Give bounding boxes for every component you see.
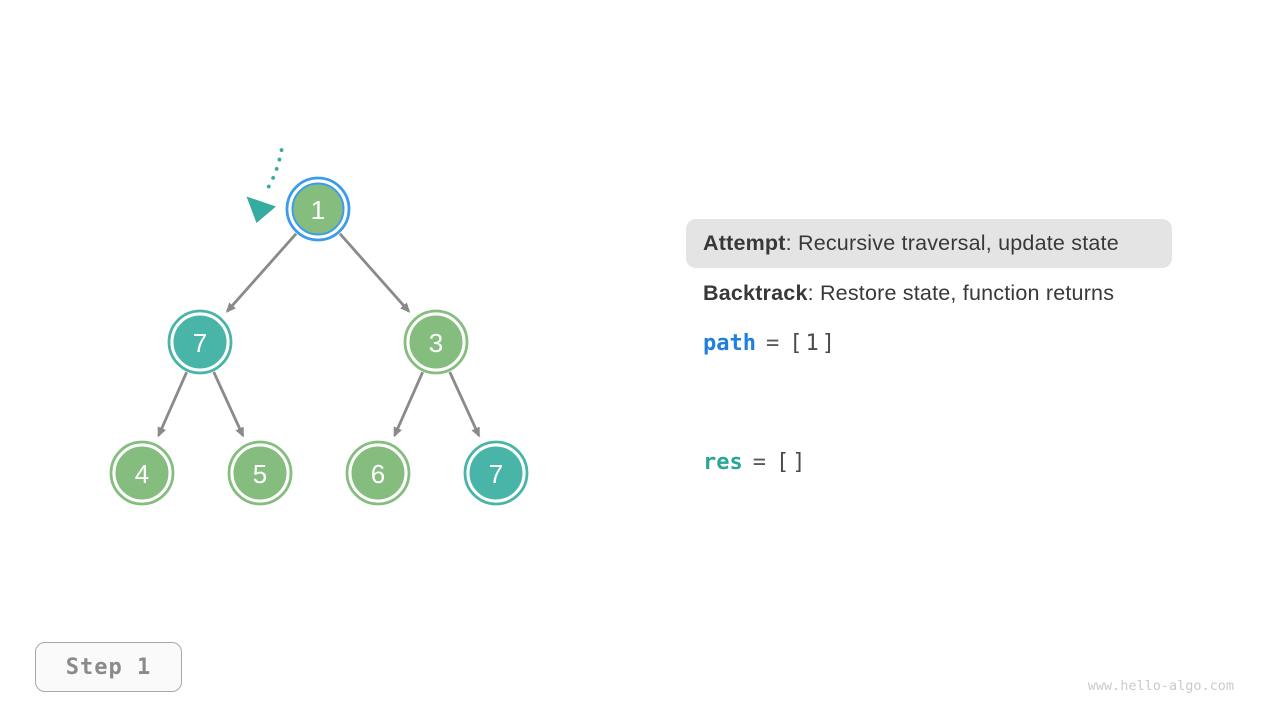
res-equals-sign: = xyxy=(752,450,766,475)
attempt-legend-text: Attempt: Recursive traversal, update sta… xyxy=(703,231,1119,256)
tree-edge-n3-n7r xyxy=(448,371,481,438)
res-variable-name: res xyxy=(703,450,743,475)
tree-edge-n7l-n5 xyxy=(212,371,245,438)
watermark-text: www.hello-algo.com xyxy=(1087,678,1234,694)
backtrack-legend-text: Backtrack: Restore state, function retur… xyxy=(703,281,1114,306)
tree-edge-n1-n3 xyxy=(338,232,411,313)
attempt-label: Attempt xyxy=(703,231,786,255)
tree-node-value: 3 xyxy=(429,328,443,358)
res-variable-value: [] xyxy=(776,450,809,475)
tree-node-n7l: 7 xyxy=(167,309,233,375)
attempt-description: : Recursive traversal, update state xyxy=(785,231,1119,255)
res-variable-line: res = [] xyxy=(703,450,809,475)
tree-node-value: 7 xyxy=(193,328,207,358)
tree-node-value: 1 xyxy=(311,195,325,225)
tree-node-n3: 3 xyxy=(403,309,469,375)
path-equals-sign: = xyxy=(765,331,780,356)
tree-node-n5: 5 xyxy=(227,440,293,506)
binary-tree-diagram: 1 7 3 4 5 6 7 xyxy=(109,148,529,506)
tree-node-n7r: 7 xyxy=(463,440,529,506)
step-counter-badge: Step 1 xyxy=(35,642,182,692)
tree-node-n4: 4 xyxy=(109,440,175,506)
tree-node-value: 7 xyxy=(489,459,503,489)
tree-edge-n3-n6 xyxy=(393,371,424,438)
attempt-legend-badge: Attempt: Recursive traversal, update sta… xyxy=(686,219,1172,268)
path-variable-value: [1] xyxy=(789,331,838,356)
step-counter-label: Step 1 xyxy=(65,654,152,680)
tree-node-value: 6 xyxy=(371,459,385,489)
tree-node-value: 4 xyxy=(135,459,149,489)
path-variable-line: path = [1] xyxy=(703,331,838,356)
tree-edge-n7l-n4 xyxy=(157,371,188,438)
backtrack-description: : Restore state, function returns xyxy=(807,281,1115,305)
tree-node-n1: 1 xyxy=(285,176,351,242)
tree-edge-n1-n7l xyxy=(225,232,298,313)
tree-node-value: 5 xyxy=(253,459,267,489)
backtrack-label: Backtrack xyxy=(703,281,808,305)
path-variable-name: path xyxy=(703,331,756,356)
tree-node-n6: 6 xyxy=(345,440,411,506)
current-node-pointer-arrow xyxy=(246,148,284,223)
